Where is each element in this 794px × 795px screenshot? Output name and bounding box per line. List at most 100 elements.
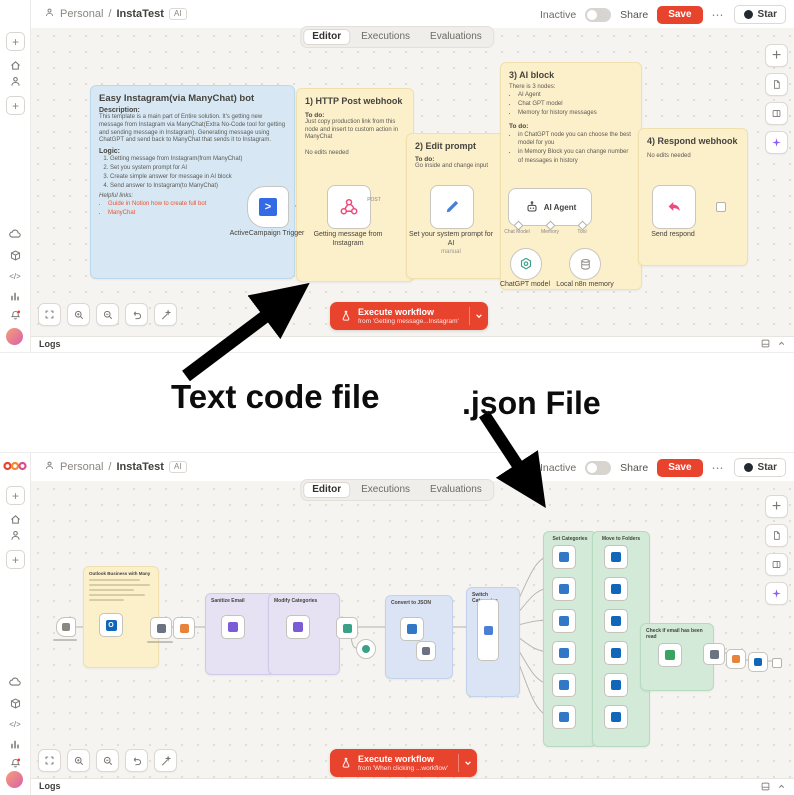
github-star-button[interactable]: Star (733, 458, 786, 477)
connection-endpoint[interactable] (716, 202, 726, 212)
insights-icon[interactable] (6, 287, 24, 305)
execute-dropdown-chevron[interactable] (470, 302, 488, 330)
breadcrumb-project[interactable]: Personal (60, 8, 104, 20)
node-check-read[interactable] (658, 643, 682, 667)
node-move[interactable] (604, 609, 628, 633)
sticky-note-outlook[interactable]: Outlook Business with Many (83, 566, 159, 668)
tab-executions[interactable]: Executions (361, 31, 411, 42)
tab-editor[interactable]: Editor (303, 29, 351, 45)
user-avatar[interactable] (6, 771, 23, 788)
node-set[interactable] (552, 609, 576, 633)
node-move[interactable] (604, 641, 628, 665)
workflow-name[interactable]: InstaTest (116, 461, 164, 473)
node-set[interactable] (552, 641, 576, 665)
node-set[interactable] (552, 577, 576, 601)
node-switch[interactable] (477, 599, 499, 661)
code-icon[interactable]: </> (9, 719, 21, 729)
workflow-tag[interactable]: AI (168, 7, 187, 21)
node-activecampaign-trigger[interactable]: > (247, 186, 289, 228)
zoom-to-fit-button[interactable] (38, 749, 61, 772)
reset-zoom-button[interactable] (125, 749, 148, 772)
notes-button[interactable] (765, 73, 788, 96)
share-button[interactable]: Share (620, 461, 649, 474)
bell-icon[interactable] (6, 306, 24, 324)
workflow-tag[interactable]: AI (168, 460, 187, 474)
node-move[interactable] (604, 545, 628, 569)
share-button[interactable]: Share (620, 8, 649, 21)
node-step[interactable] (173, 617, 195, 639)
node-set[interactable] (552, 673, 576, 697)
add-node-button[interactable]: + (765, 495, 788, 518)
node-move[interactable] (604, 577, 628, 601)
node-loop[interactable] (150, 617, 172, 639)
bell-icon[interactable] (6, 754, 24, 772)
node-chatgpt-model[interactable] (510, 248, 542, 280)
package-icon[interactable] (6, 694, 24, 712)
node-step[interactable] (703, 643, 725, 665)
n8n-logo[interactable] (3, 460, 27, 472)
node-step[interactable] (748, 652, 768, 672)
node-sanitize[interactable] (221, 615, 245, 639)
node-move[interactable] (604, 673, 628, 697)
github-star-button[interactable]: Star (733, 5, 786, 24)
package-icon[interactable] (6, 246, 24, 264)
node-convert-json[interactable] (400, 617, 424, 641)
open-panel-icon[interactable] (761, 782, 770, 791)
add-node-button[interactable]: + (765, 44, 788, 67)
node-set-prompt[interactable] (430, 185, 474, 229)
user-avatar[interactable] (6, 328, 23, 345)
sidebar-new-button[interactable]: + (6, 96, 25, 115)
zoom-in-button[interactable] (67, 303, 90, 326)
code-icon[interactable]: </> (9, 271, 21, 281)
execute-dropdown-chevron[interactable] (459, 749, 477, 777)
ai-assistant-button[interactable] (765, 131, 788, 154)
ai-assistant-button[interactable] (765, 582, 788, 605)
node-model[interactable] (356, 639, 376, 659)
node-memory[interactable] (569, 248, 601, 280)
zoom-in-button[interactable] (67, 749, 90, 772)
panel-button[interactable] (765, 553, 788, 576)
home-icon[interactable] (6, 510, 24, 528)
zoom-to-fit-button[interactable] (38, 303, 61, 326)
connection-endpoint[interactable] (772, 658, 782, 668)
open-panel-icon[interactable] (761, 339, 770, 348)
user-icon[interactable] (6, 72, 24, 90)
sidebar-add-button[interactable]: + (6, 32, 25, 51)
tidy-up-button[interactable] (154, 303, 177, 326)
manychat-link[interactable]: ManyChat (108, 209, 286, 217)
node-move[interactable] (604, 705, 628, 729)
node-set[interactable] (552, 545, 576, 569)
node-send-respond[interactable] (652, 185, 696, 229)
node-manual-trigger[interactable] (56, 617, 76, 637)
sidebar-new-button[interactable]: + (6, 550, 25, 569)
cloud-icon[interactable] (6, 673, 24, 691)
logs-bar[interactable]: Logs (30, 336, 794, 352)
insights-icon[interactable] (6, 735, 24, 753)
home-icon[interactable] (6, 56, 24, 74)
node-step[interactable] (726, 649, 746, 669)
zoom-out-button[interactable] (96, 303, 119, 326)
tab-executions[interactable]: Executions (361, 484, 411, 495)
save-button[interactable]: Save (657, 458, 703, 477)
sticky-note-main[interactable]: Easy Instagram(via ManyChat) bot Descrip… (90, 85, 295, 279)
node-outlook[interactable]: O (99, 613, 123, 637)
node-set[interactable] (552, 705, 576, 729)
tab-editor[interactable]: Editor (303, 482, 351, 498)
notes-button[interactable] (765, 524, 788, 547)
notion-guide-link[interactable]: Guide in Notion how to create full bot (108, 200, 286, 208)
tab-evaluations[interactable]: Evaluations (430, 484, 482, 495)
active-toggle[interactable] (585, 7, 612, 22)
user-icon[interactable] (6, 526, 24, 544)
sidebar-add-button[interactable]: + (6, 486, 25, 505)
more-options-button[interactable]: ⋯ (711, 7, 725, 22)
zoom-out-button[interactable] (96, 749, 119, 772)
workflow-name[interactable]: InstaTest (116, 8, 164, 20)
node-webhook[interactable] (327, 185, 371, 229)
cloud-icon[interactable] (6, 225, 24, 243)
sticky-note-http[interactable]: 1) HTTP Post webhook To do: Just copy pr… (296, 88, 414, 282)
chevron-up-icon[interactable] (777, 339, 786, 348)
chevron-up-icon[interactable] (777, 782, 786, 791)
more-options-button[interactable]: ⋯ (711, 460, 725, 475)
active-toggle[interactable] (585, 460, 612, 475)
execute-workflow-button[interactable]: Execute workflow from 'When clicking ...… (330, 749, 477, 777)
